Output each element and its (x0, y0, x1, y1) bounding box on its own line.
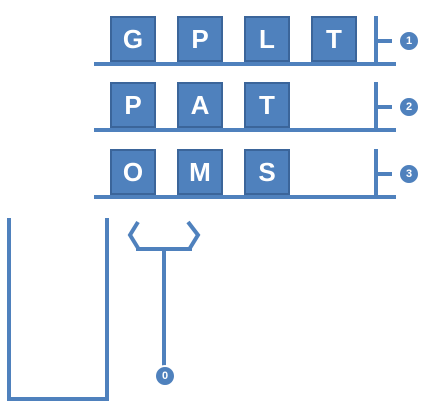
block-shelf1-1[interactable]: G (110, 16, 156, 62)
claw-left-finger (127, 220, 140, 250)
block-shelf1-4[interactable]: T (311, 16, 357, 62)
claw-crane[interactable] (124, 218, 206, 368)
block-shelf2-2[interactable]: A (177, 82, 223, 128)
shelf-3-number-badge[interactable]: 3 (398, 163, 420, 185)
shelf-1-number-badge[interactable]: 1 (398, 30, 420, 52)
shelf-1-arm (378, 39, 392, 43)
block-shelf3-2[interactable]: M (177, 149, 223, 195)
block-shelf1-3[interactable]: L (244, 16, 290, 62)
shelf-1-post (374, 16, 378, 66)
block-shelf3-1[interactable]: O (110, 149, 156, 195)
bin-container (7, 218, 109, 401)
claw-number-badge[interactable]: 0 (154, 365, 176, 387)
shelf-2-platform (94, 128, 396, 132)
block-shelf3-3[interactable]: S (244, 149, 290, 195)
block-shelf2-3[interactable]: T (244, 82, 290, 128)
shelf-1-platform (94, 62, 396, 66)
block-shelf2-1[interactable]: P (110, 82, 156, 128)
shelf-2-arm (378, 105, 392, 109)
shelf-3-platform (94, 195, 396, 199)
shelf-2-post (374, 82, 378, 132)
shelf-3-arm (378, 172, 392, 176)
block-shelf1-2[interactable]: P (177, 16, 223, 62)
shelf-3-post (374, 149, 378, 199)
claw-right-finger (186, 220, 201, 250)
shelf-2-number-badge[interactable]: 2 (398, 96, 420, 118)
